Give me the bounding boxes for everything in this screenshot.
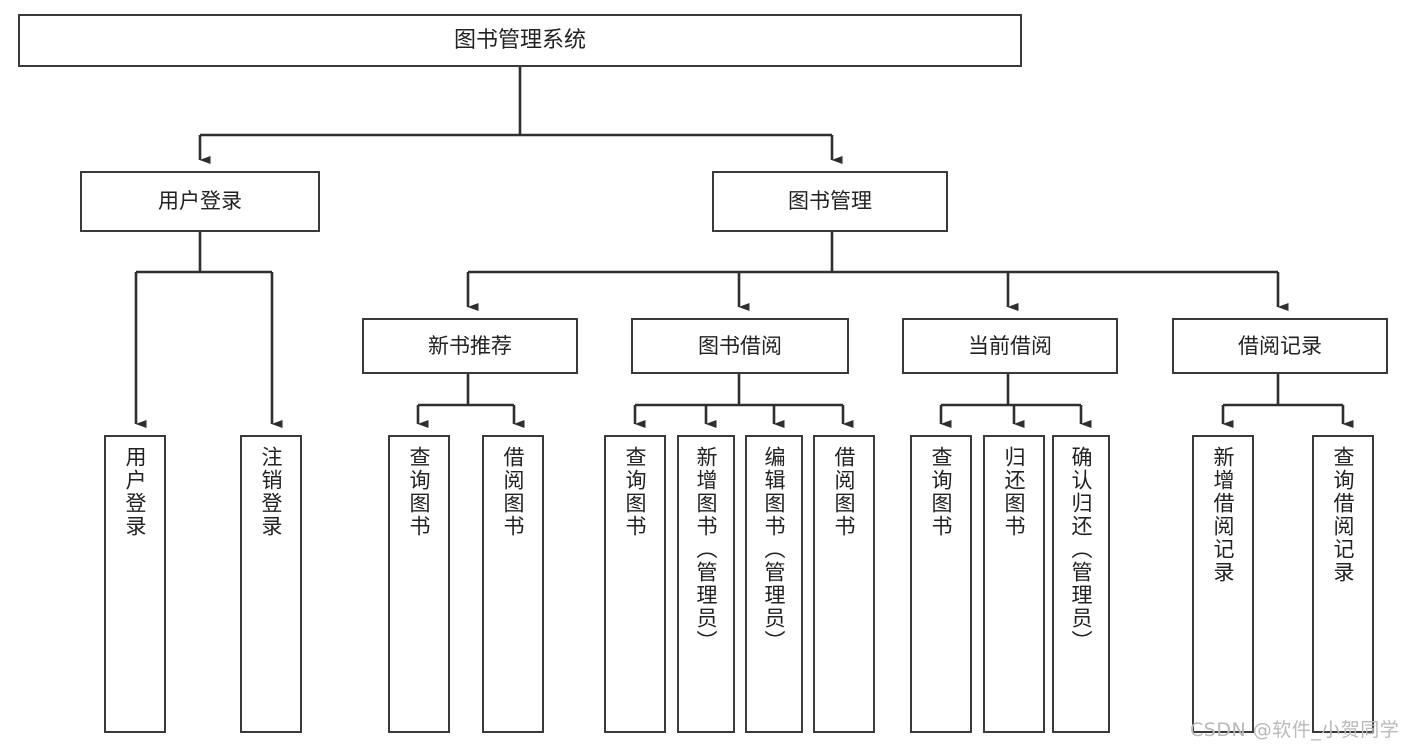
node-book-borrow[interactable]: 图书借阅 bbox=[631, 318, 849, 374]
node-leaf-query-borrow-record-label: 查询借阅记录 bbox=[1331, 446, 1356, 584]
node-leaf-add-borrow-record[interactable]: 新增借阅记录 bbox=[1192, 435, 1254, 733]
node-leaf-edit-book-admin[interactable]: 编辑图书（管理员） bbox=[745, 435, 803, 733]
node-leaf-query-book-2[interactable]: 查询图书 bbox=[604, 435, 666, 733]
node-current-borrow[interactable]: 当前借阅 bbox=[902, 318, 1118, 374]
node-leaf-user-logout[interactable]: 注销登录 bbox=[240, 435, 302, 733]
node-leaf-confirm-return-admin-label: 确认归还（管理员） bbox=[1069, 446, 1094, 653]
node-leaf-confirm-return-admin[interactable]: 确认归还（管理员） bbox=[1052, 435, 1110, 733]
node-new-book-recommend[interactable]: 新书推荐 bbox=[362, 318, 578, 374]
node-book-manage-label: 图书管理 bbox=[788, 189, 872, 214]
node-leaf-query-book-1-label: 查询图书 bbox=[407, 446, 432, 538]
node-book-manage[interactable]: 图书管理 bbox=[712, 171, 948, 232]
node-leaf-add-book-admin[interactable]: 新增图书（管理员） bbox=[677, 435, 735, 733]
node-leaf-query-book-3[interactable]: 查询图书 bbox=[910, 435, 972, 733]
node-new-book-recommend-label: 新书推荐 bbox=[428, 333, 512, 358]
node-leaf-add-borrow-record-label: 新增借阅记录 bbox=[1211, 446, 1236, 584]
node-leaf-borrow-book-2-label: 借阅图书 bbox=[832, 446, 857, 538]
node-leaf-query-book-1[interactable]: 查询图书 bbox=[388, 435, 450, 733]
node-root-label: 图书管理系统 bbox=[453, 27, 586, 53]
node-leaf-add-book-admin-label: 新增图书（管理员） bbox=[694, 446, 719, 653]
node-user-login[interactable]: 用户登录 bbox=[80, 171, 320, 232]
node-leaf-borrow-book-2[interactable]: 借阅图书 bbox=[813, 435, 875, 733]
node-leaf-borrow-book-1-label: 借阅图书 bbox=[501, 446, 526, 538]
node-leaf-query-book-3-label: 查询图书 bbox=[929, 446, 954, 538]
node-leaf-edit-book-admin-label: 编辑图书（管理员） bbox=[762, 446, 787, 653]
node-user-login-label: 用户登录 bbox=[158, 189, 242, 214]
node-leaf-return-book[interactable]: 归还图书 bbox=[983, 435, 1045, 733]
node-leaf-query-book-2-label: 查询图书 bbox=[623, 446, 648, 538]
node-borrow-record[interactable]: 借阅记录 bbox=[1172, 318, 1388, 374]
node-book-borrow-label: 图书借阅 bbox=[698, 333, 782, 358]
node-leaf-return-book-label: 归还图书 bbox=[1002, 446, 1027, 538]
csdn-watermark: CSDN @软件_小贺同学 bbox=[1190, 719, 1400, 741]
node-borrow-record-label: 借阅记录 bbox=[1238, 333, 1322, 358]
node-root[interactable]: 图书管理系统 bbox=[18, 14, 1022, 67]
node-leaf-user-logout-label: 注销登录 bbox=[259, 446, 284, 538]
node-leaf-user-login[interactable]: 用户登录 bbox=[104, 435, 166, 733]
node-leaf-user-login-label: 用户登录 bbox=[123, 446, 148, 538]
node-leaf-borrow-book-1[interactable]: 借阅图书 bbox=[482, 435, 544, 733]
node-current-borrow-label: 当前借阅 bbox=[968, 333, 1052, 358]
node-leaf-query-borrow-record[interactable]: 查询借阅记录 bbox=[1312, 435, 1374, 733]
